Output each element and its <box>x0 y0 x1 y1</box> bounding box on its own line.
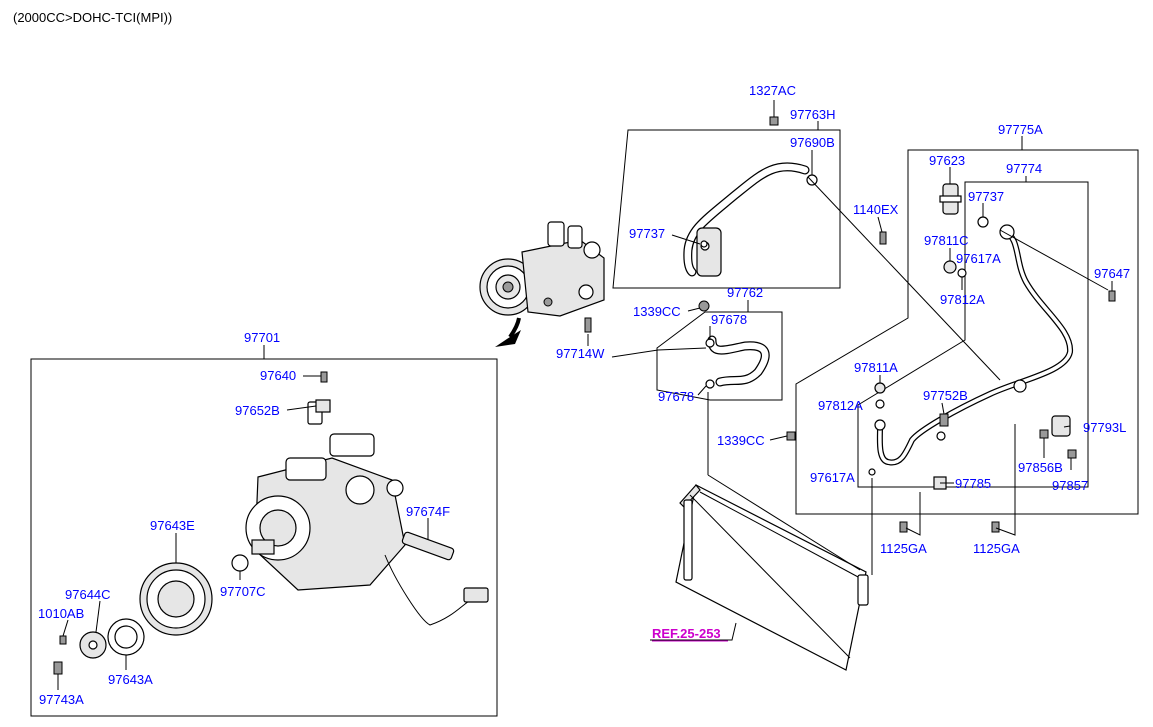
part-label-97714W[interactable]: 97714W <box>556 346 605 361</box>
part-label-97793L[interactable]: 97793L <box>1083 420 1126 435</box>
part-label-1125GA-left[interactable]: 1125GA <box>880 541 927 556</box>
part-label-97678-upper[interactable]: 97678 <box>711 312 747 327</box>
part-label-97743A[interactable]: 97743A <box>39 692 84 707</box>
sensor-97752B <box>939 413 949 427</box>
bolt-97743A <box>53 661 63 675</box>
part-label-97644C[interactable]: 97644C <box>65 587 111 602</box>
oring-97690B <box>806 174 818 186</box>
part-label-1125GA-right[interactable]: 1125GA <box>973 541 1020 556</box>
compressor-assembly-upper <box>479 221 605 347</box>
part-label-97707C[interactable]: 97707C <box>220 584 266 599</box>
part-label-97774[interactable]: 97774 <box>1006 161 1042 176</box>
bolt-1125GA-right <box>991 521 1000 533</box>
part-label-1140EX[interactable]: 1140EX <box>853 202 899 217</box>
reference-label-25-253[interactable]: REF.25-253 <box>652 626 721 641</box>
part-label-97857[interactable]: 97857 <box>1052 478 1088 493</box>
part-label-97775A[interactable]: 97775A <box>998 122 1043 137</box>
part-label-97737-top[interactable]: 97737 <box>629 226 665 241</box>
oring-97737-right <box>977 216 989 228</box>
hose-97762 <box>705 335 770 389</box>
part-label-97812A-upper[interactable]: 97812A <box>940 292 985 307</box>
switch-97674F <box>401 531 455 561</box>
part-label-97652B[interactable]: 97652B <box>235 403 280 418</box>
oring-97617A-lower <box>868 468 876 476</box>
nut-1339CC-top <box>698 300 710 312</box>
part-label-97690B[interactable]: 97690B <box>790 135 835 150</box>
cap-97811C <box>943 260 957 274</box>
bracket-97652B <box>315 399 331 413</box>
part-label-1339CC-lower[interactable]: 1339CC <box>717 433 765 448</box>
coil-97643A <box>107 618 145 656</box>
bolt-1140EX <box>879 231 887 245</box>
part-label-1339CC-top[interactable]: 1339CC <box>633 304 681 319</box>
part-label-97811A[interactable]: 97811A <box>854 360 898 375</box>
bolt-1327AC <box>769 116 779 126</box>
part-label-97674F[interactable]: 97674F <box>406 504 450 519</box>
part-label-97643E[interactable]: 97643E <box>150 518 195 533</box>
nut-97857 <box>1067 449 1077 459</box>
pipe-97774 <box>874 224 1074 466</box>
group-box-97775A <box>795 149 1139 515</box>
part-label-97812A-lower[interactable]: 97812A <box>818 398 863 413</box>
part-label-97647[interactable]: 97647 <box>1094 266 1130 281</box>
nut-1339CC-lower <box>786 431 796 441</box>
disc-97644C <box>79 631 107 659</box>
bolt-97640 <box>320 371 328 383</box>
part-label-97752B[interactable]: 97752B <box>923 388 968 403</box>
valve-97812A-lower <box>875 399 885 409</box>
part-label-97617A-lower[interactable]: 97617A <box>810 470 855 485</box>
part-label-1327AC[interactable]: 1327AC <box>749 83 796 98</box>
valve-97812A-upper <box>957 268 967 278</box>
pulley-97643E <box>139 562 213 636</box>
part-labels: 1327AC 97763H 97690B 97737 1339CC 97762 … <box>38 83 1130 707</box>
switch-connector <box>463 587 489 603</box>
leader-lines <box>57 100 1113 690</box>
part-label-97811C[interactable]: 97811C <box>924 233 969 248</box>
bolt-97647 <box>1108 290 1116 302</box>
part-label-1010AB[interactable]: 1010AB <box>38 606 84 621</box>
receiver-drier-97623 <box>939 183 962 215</box>
compressor-exploded <box>245 401 406 591</box>
hose-97763H <box>683 162 810 277</box>
bolt-1010AB <box>59 635 67 645</box>
part-label-97640[interactable]: 97640 <box>260 368 296 383</box>
group-box-97762 <box>656 311 783 401</box>
bolt-1125GA-left <box>899 521 908 533</box>
clip-97856B <box>1039 429 1049 439</box>
part-label-97617A-upper[interactable]: 97617A <box>956 251 1001 266</box>
group-box-97763H <box>612 129 841 289</box>
oring-97737-top <box>700 240 708 248</box>
part-label-97763H[interactable]: 97763H <box>790 107 836 122</box>
part-label-97762[interactable]: 97762 <box>727 285 763 300</box>
engine-spec-header: (2000CC>DOHC-TCI(MPI)) <box>13 10 173 25</box>
part-label-97785[interactable]: 97785 <box>955 476 991 491</box>
part-label-97856B[interactable]: 97856B <box>1018 460 1063 475</box>
part-label-97678-lower[interactable]: 97678 <box>658 389 694 404</box>
cap-97811A <box>874 382 886 394</box>
part-label-97643A[interactable]: 97643A <box>108 672 153 687</box>
part-label-97701[interactable]: 97701 <box>244 330 280 345</box>
shim-97707C <box>231 554 249 572</box>
group-box-97774 <box>857 181 1089 488</box>
condenser-assembly <box>675 484 869 671</box>
bolt-97714W <box>584 317 592 333</box>
part-label-97737-right[interactable]: 97737 <box>968 189 1004 204</box>
part-label-97623[interactable]: 97623 <box>929 153 965 168</box>
